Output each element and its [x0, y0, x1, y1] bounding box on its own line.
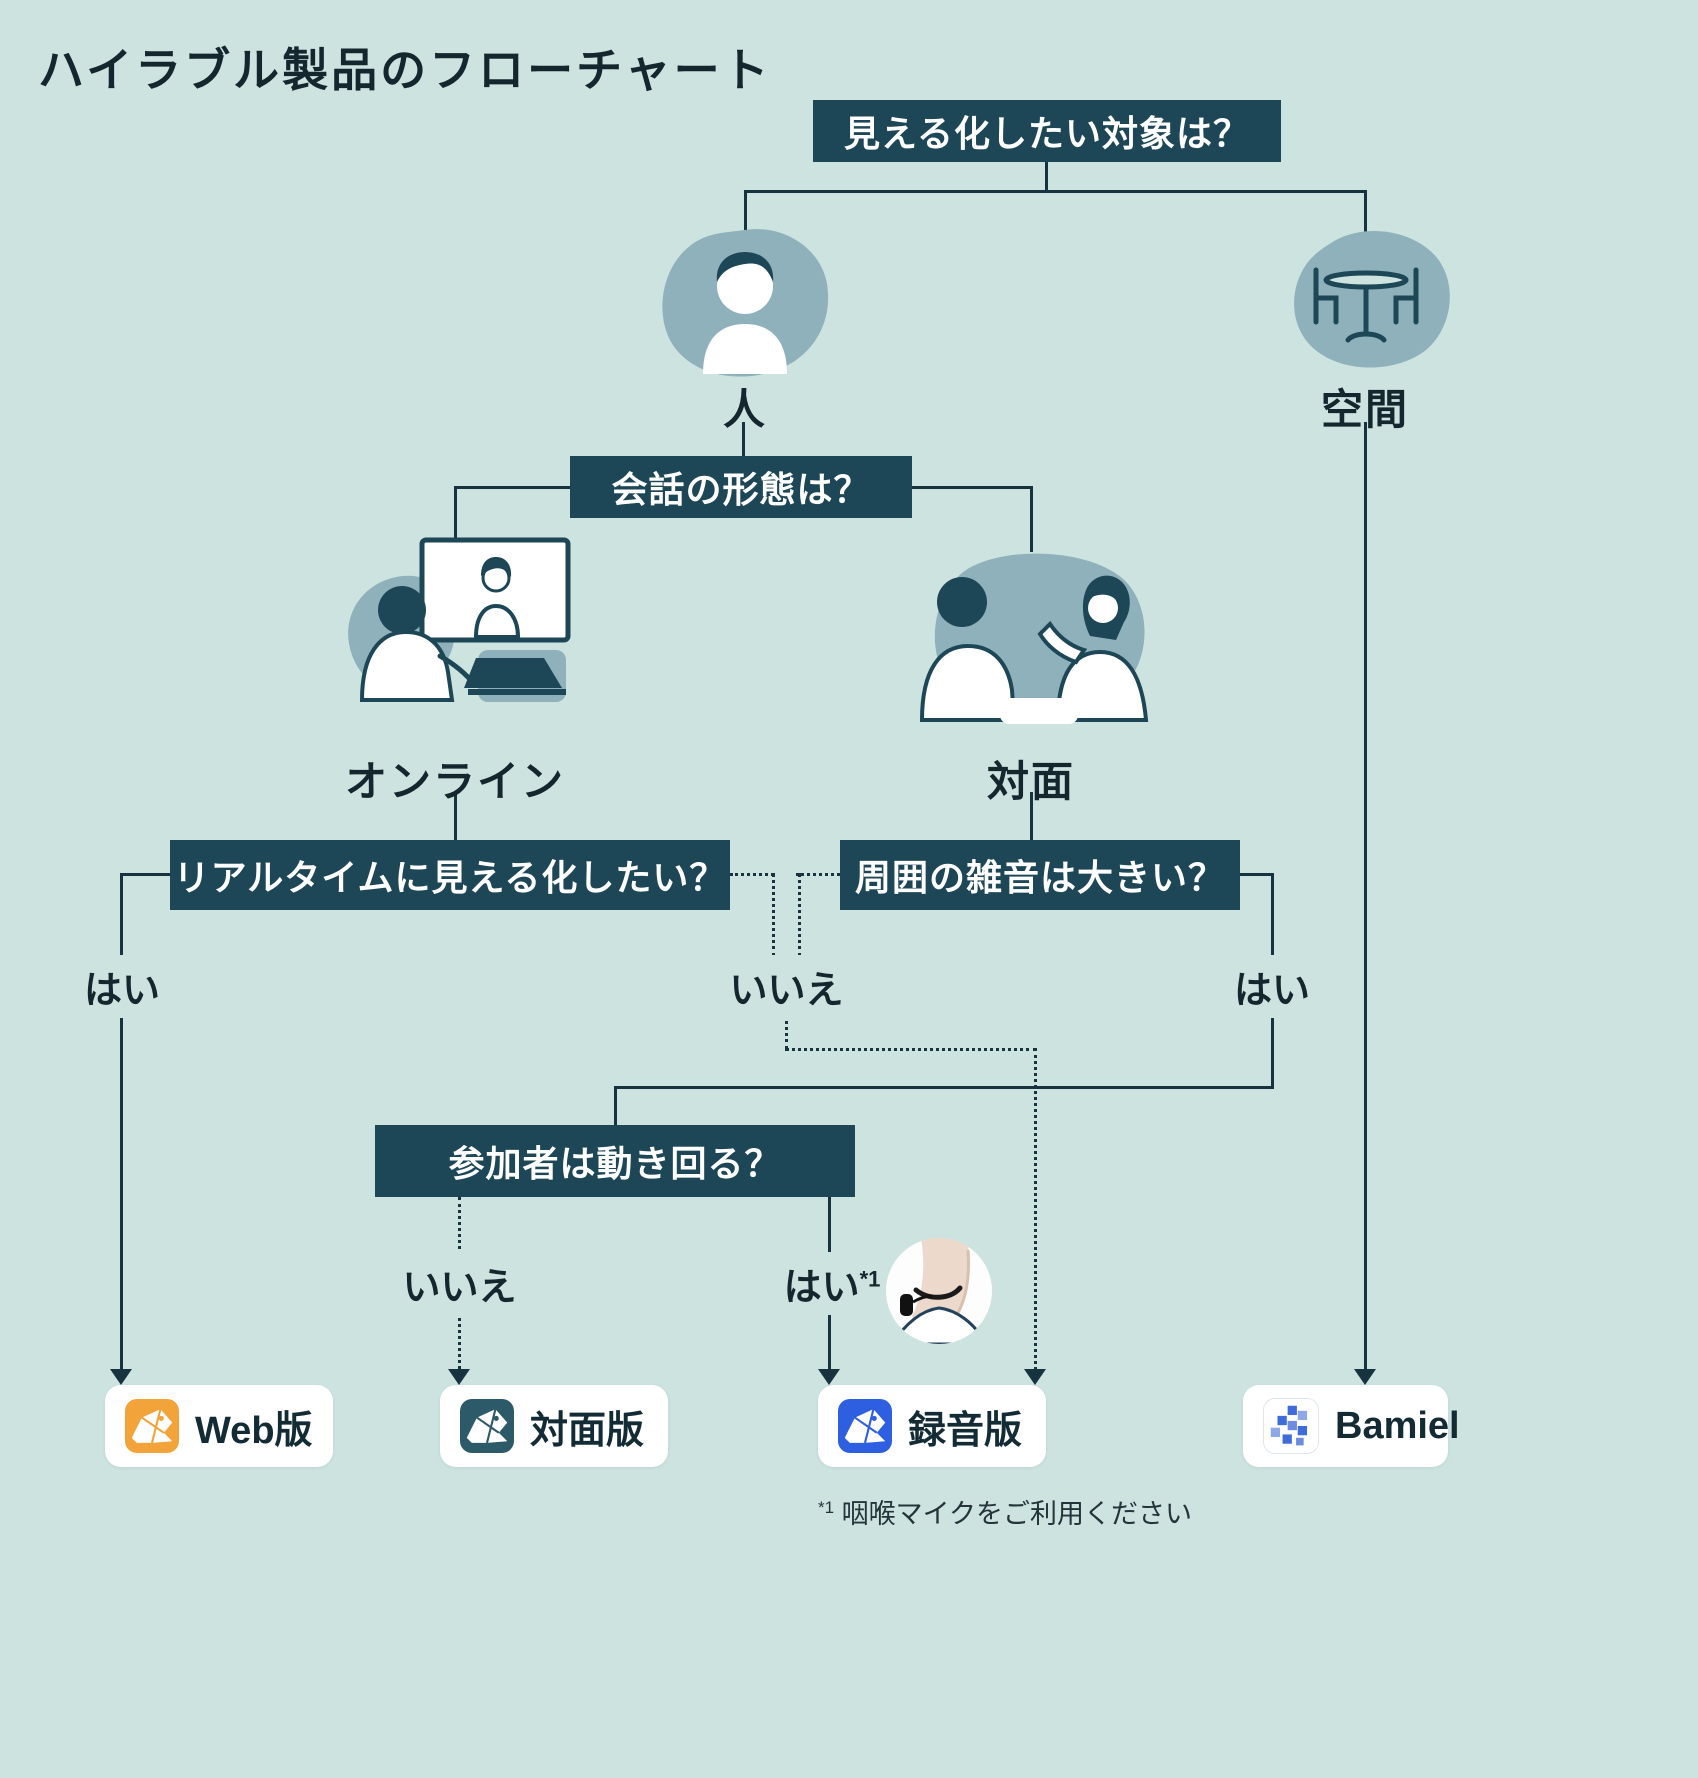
question-box-realtime: リアルタイムに見える化したい？: [170, 840, 730, 910]
connector-line: [910, 486, 1032, 489]
answer-label-no: いいえ: [714, 955, 859, 1018]
answer-label-movement-no: いいえ: [392, 1252, 527, 1315]
product-card-web: Web版: [105, 1385, 333, 1467]
frog-yellow-icon: [125, 1399, 179, 1453]
connector-line-dotted: [796, 873, 840, 876]
question-box-conversation-type: 会話の形態は？: [570, 456, 912, 518]
question-box-target: 見える化したい対象は？: [813, 100, 1281, 162]
connector-line-dotted: [772, 873, 775, 957]
connector-line: [614, 1086, 1274, 1089]
product-label: 録音版: [908, 1409, 1023, 1452]
connector-line-dotted: [798, 873, 801, 957]
footnote-marker: *1: [818, 1498, 835, 1517]
product-label: 対面版: [530, 1409, 645, 1452]
connector-line: [122, 873, 170, 876]
connector-line: [120, 873, 123, 1371]
product-label: Web版: [195, 1409, 313, 1452]
connector-line-dotted: [785, 1008, 788, 1050]
answer-note-marker: *1: [859, 1266, 881, 1292]
product-card-taimen: 対面版: [440, 1385, 668, 1467]
connector-line-dotted: [785, 1048, 1037, 1051]
answer-label-noise-yes: はい: [1220, 955, 1324, 1018]
connector-line: [744, 190, 747, 230]
frog-blue-icon: [838, 1399, 892, 1453]
node-online-label: オンライン: [344, 758, 565, 805]
answer-label-realtime-yes: はい: [70, 955, 174, 1018]
node-person-label: 人: [722, 386, 767, 433]
arrow-down-icon: [1354, 1369, 1376, 1385]
arrow-down-icon: [448, 1369, 470, 1385]
footnote-text: 咽喉マイクをご利用ください: [841, 1499, 1193, 1529]
arrow-down-icon: [1024, 1369, 1046, 1385]
connector-line: [1364, 422, 1367, 1370]
connector-line: [1364, 190, 1367, 234]
footnote: *1 咽喉マイクをご利用ください: [818, 1492, 1192, 1531]
throat-mic-image: [886, 1238, 992, 1344]
answer-label-movement-yes: はい*1: [768, 1252, 896, 1315]
connector-line: [1045, 161, 1048, 191]
connector-line: [455, 486, 572, 489]
connector-line: [742, 422, 745, 458]
frog-teal-icon: [460, 1399, 514, 1453]
arrow-down-icon: [818, 1369, 840, 1385]
connector-line: [1240, 873, 1274, 876]
connector-line: [454, 486, 457, 538]
face-to-face-illustration: [900, 548, 1160, 730]
connector-line: [1030, 792, 1033, 840]
online-meeting-illustration: [328, 532, 583, 732]
page-title: ハイラブル製品のフローチャート: [38, 44, 772, 96]
person-icon: [655, 226, 835, 378]
node-face-to-face-label: 対面: [986, 758, 1075, 805]
connector-line: [614, 1086, 617, 1126]
product-label: Bamiel: [1335, 1404, 1460, 1447]
connector-line: [744, 190, 1367, 193]
node-space-label: 空間: [1320, 386, 1409, 433]
question-box-noise: 周囲の雑音は大きい？: [840, 840, 1240, 910]
frog-pixel-icon: [1263, 1398, 1319, 1454]
connector-line: [1030, 486, 1033, 552]
question-box-movement: 参加者は動き回る？: [375, 1125, 855, 1197]
product-card-recording: 録音版: [818, 1385, 1046, 1467]
connector-line: [454, 792, 457, 840]
table-chairs-icon: [1278, 230, 1453, 375]
connector-line-dotted: [1034, 1048, 1037, 1370]
answer-label-movement-yes-text: はい: [783, 1267, 860, 1309]
connector-line-dotted: [730, 873, 774, 876]
arrow-down-icon: [110, 1369, 132, 1385]
product-card-bamiel: Bamiel: [1243, 1385, 1460, 1467]
